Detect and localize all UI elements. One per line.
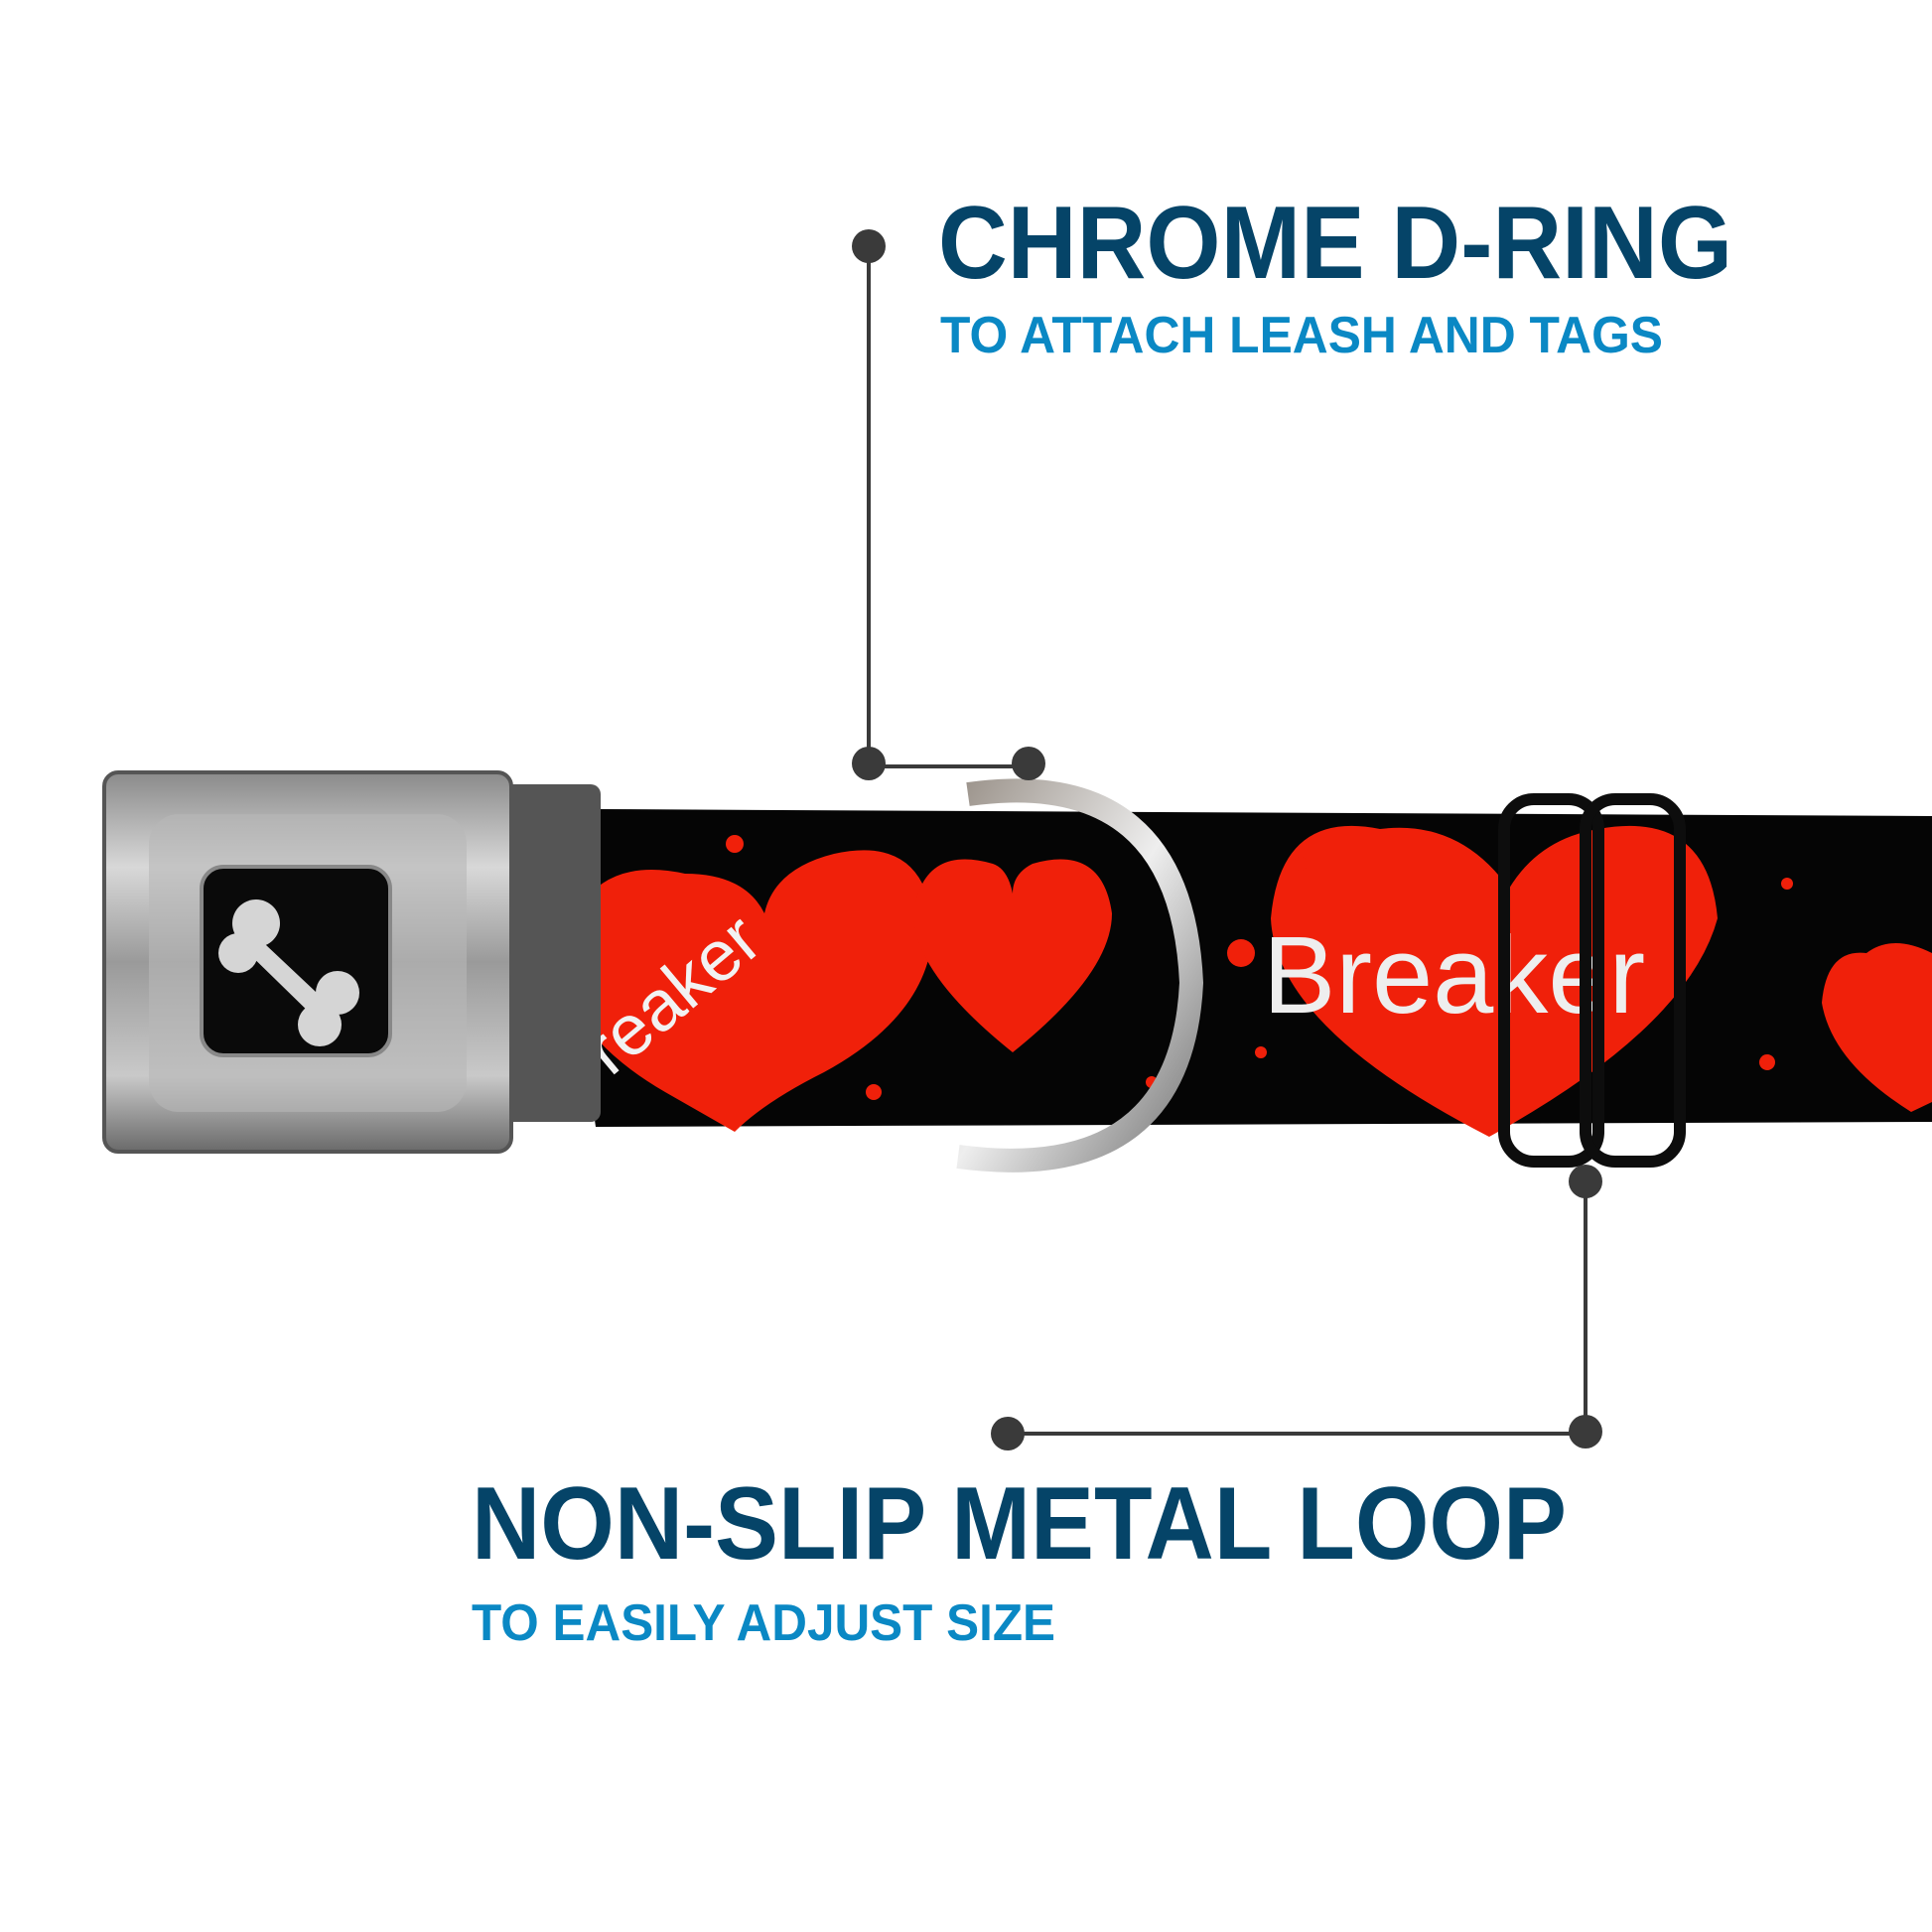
metal-loop-leader-line	[991, 1165, 1602, 1450]
splatter-dots	[726, 835, 1793, 1100]
metal-loop-subtitle: TO EASILY ADJUST SIZE	[472, 1594, 1055, 1652]
broken-heart-3	[1271, 825, 1718, 1137]
metal-loop	[1498, 793, 1686, 1168]
broken-heart-1	[563, 850, 933, 1132]
seatbelt-buckle[interactable]	[102, 770, 601, 1154]
broken-heart-2	[913, 859, 1112, 1052]
d-ring-subtitle: TO ATTACH LEASH AND TAGS	[940, 307, 1663, 364]
metal-loop-title: NON-SLIP METAL LOOP	[472, 1466, 1567, 1582]
broken-heart-4	[1822, 943, 1932, 1112]
d-ring-title: CHROME D-RING	[938, 186, 1732, 301]
bone-icon	[218, 899, 359, 1046]
d-ring-leader-line	[852, 229, 1045, 780]
collar-strap: reaker Breaker	[563, 809, 1932, 1137]
chrome-d-ring	[956, 778, 1204, 1173]
